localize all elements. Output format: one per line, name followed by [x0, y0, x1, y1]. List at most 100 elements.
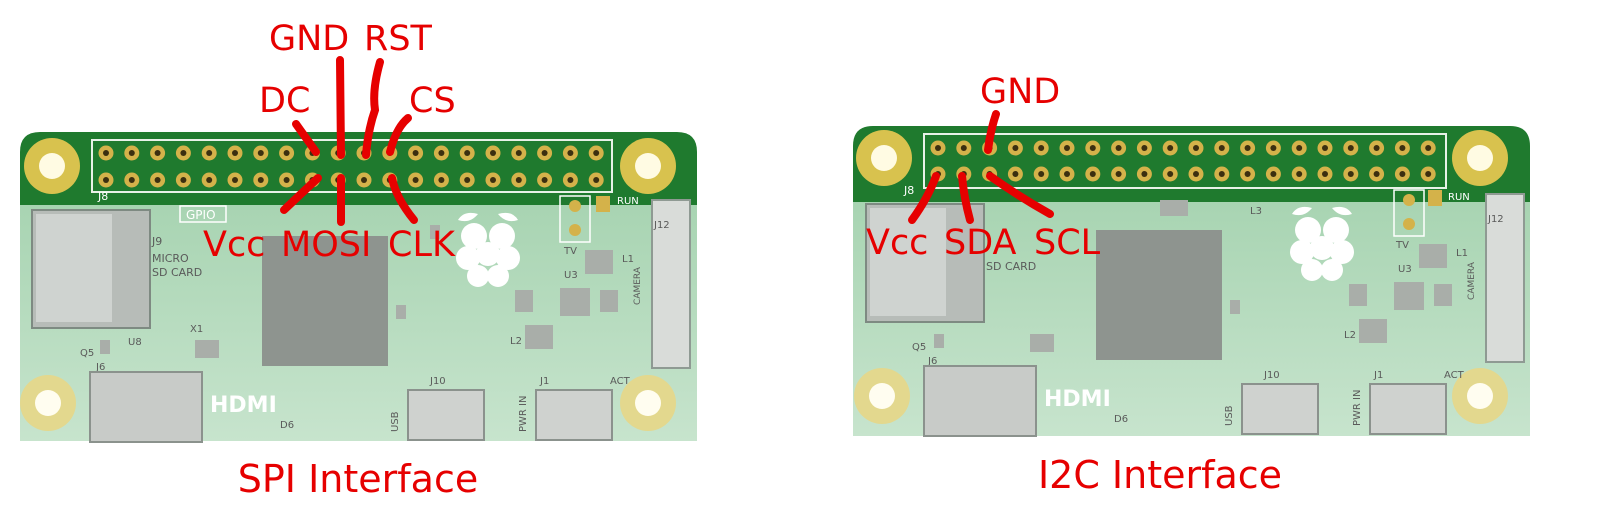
gpio-pin-hole: [567, 177, 574, 183]
spi-mosi-label: MOSI: [281, 225, 371, 265]
gnd-wire: [336, 56, 345, 159]
d6-label: D6: [280, 420, 294, 431]
u3-label: U3: [564, 270, 578, 281]
gpio-pin-hole: [1425, 145, 1432, 151]
tv-pin-icon: [1403, 218, 1415, 230]
gpio-pin-hole: [1167, 171, 1174, 177]
gpio-pin-hole: [515, 177, 522, 183]
gpio-pin-hole: [103, 150, 109, 156]
gpio-pin-hole: [1115, 171, 1122, 177]
cs-wire: [386, 114, 412, 156]
gpio-pin-hole: [541, 177, 548, 183]
usb-port: [1241, 383, 1319, 435]
gpio-pin-hole: [154, 150, 161, 156]
gpio-pin-hole: [1296, 171, 1303, 177]
run-label: RUN: [617, 196, 639, 207]
j8-label: J8: [97, 190, 108, 203]
gpio-pin-hole: [464, 177, 471, 183]
gpio-pin-hole: [180, 177, 187, 183]
spi-dc-label: DC: [259, 81, 310, 121]
usb-label: USB: [390, 411, 401, 432]
act-label: ACT: [1444, 370, 1465, 381]
gpio-pins: [930, 140, 1436, 182]
scl-wire: [986, 172, 1054, 218]
sda-wire: [958, 172, 974, 224]
gpio-header-outline: [923, 133, 1447, 189]
gpio-pin-hole: [1167, 145, 1174, 151]
gpio-pin-hole: [1399, 145, 1406, 151]
j1-label: J1: [539, 376, 549, 387]
act-label: ACT: [610, 376, 631, 387]
j10-label: J10: [1263, 370, 1280, 381]
i2c-gnd-label: GND: [980, 72, 1060, 112]
gpio-pins: [98, 145, 604, 188]
gpio-pin-hole: [128, 150, 135, 156]
sd-card-label: SD CARD: [986, 260, 1036, 273]
gpio-pin-hole: [180, 150, 187, 156]
gpio-pin-hole: [1244, 145, 1251, 151]
j6-label: J6: [95, 362, 105, 373]
gpio-pin-hole: [1296, 145, 1303, 151]
micro-label: MICRO: [152, 252, 189, 265]
u3-label: U3: [1398, 264, 1412, 275]
pcb-top-left: [20, 132, 697, 205]
pwr-in-label: PWR IN: [518, 396, 529, 432]
tv-label: TV: [1395, 240, 1409, 251]
tv-label: TV: [563, 246, 577, 257]
gpio-pin-hole: [960, 145, 967, 151]
components: [934, 200, 1452, 352]
gpio-label: GPIO: [186, 208, 216, 222]
hdmi-label: HDMI: [210, 393, 277, 418]
hdmi-port: [923, 365, 1037, 437]
gpio-pin-hole: [593, 150, 600, 156]
gpio-pin-hole: [1115, 145, 1122, 151]
gpio-pin-hole: [438, 177, 445, 183]
gpio-pin-hole: [1038, 145, 1045, 151]
gpio-pin-hole: [128, 177, 135, 183]
tv-pin-icon: [569, 224, 581, 236]
mounting-hole-icon: [854, 130, 1508, 424]
gpio-pin-hole: [515, 150, 522, 156]
gpio-pin-hole: [257, 150, 264, 156]
j12-label: J12: [653, 220, 670, 231]
run-pin-icon: [1428, 190, 1442, 206]
vcc-wire: [908, 172, 940, 224]
tv-pin-icon: [1403, 194, 1415, 206]
gpio-pin-hole: [232, 150, 238, 156]
j6-label: J6: [927, 356, 937, 367]
spi-gnd-label: GND: [269, 19, 349, 59]
spi-caption: SPI Interface: [238, 457, 478, 501]
i2c-board: J8 RUN SD CARD TV J12 CAMERA L3 U3 L1 L2…: [853, 126, 1530, 437]
gpio-header-outline: [91, 139, 613, 193]
raspberry-logo-icon: [1290, 206, 1354, 281]
gpio-pin-hole: [412, 150, 419, 156]
gpio-pin-hole: [1193, 171, 1199, 177]
gpio-pin-hole: [1089, 145, 1096, 151]
soc-chip: [1096, 230, 1222, 360]
l1-label: L1: [622, 254, 634, 265]
gpio-pin-hole: [361, 177, 367, 183]
gpio-pin-hole: [1322, 171, 1328, 177]
l2-label: L2: [1344, 330, 1356, 341]
gpio-pin-hole: [154, 177, 161, 183]
gpio-pin-hole: [1141, 145, 1148, 151]
hdmi-label: HDMI: [1044, 387, 1111, 412]
camera-label: CAMERA: [1467, 261, 1477, 300]
gpio-pin-hole: [1064, 171, 1070, 177]
tv-header: [1393, 189, 1425, 237]
u8-label: U8: [128, 337, 142, 348]
gpio-pin-hole: [1012, 171, 1019, 177]
q5-label: Q5: [912, 342, 926, 353]
gpio-pin-hole: [103, 177, 109, 183]
i2c-sda-label: SDA: [944, 223, 1017, 263]
j10-label: J10: [429, 376, 446, 387]
gpio-pin-hole: [1218, 145, 1225, 151]
gpio-pin-hole: [1193, 145, 1199, 151]
tv-header: [559, 195, 591, 243]
gpio-pin-hole: [1244, 171, 1251, 177]
gpio-pin-hole: [1270, 171, 1277, 177]
sd-card-slot-inner: [36, 214, 112, 322]
usb-label: USB: [1224, 405, 1235, 426]
gpio-pin-hole: [206, 177, 213, 183]
